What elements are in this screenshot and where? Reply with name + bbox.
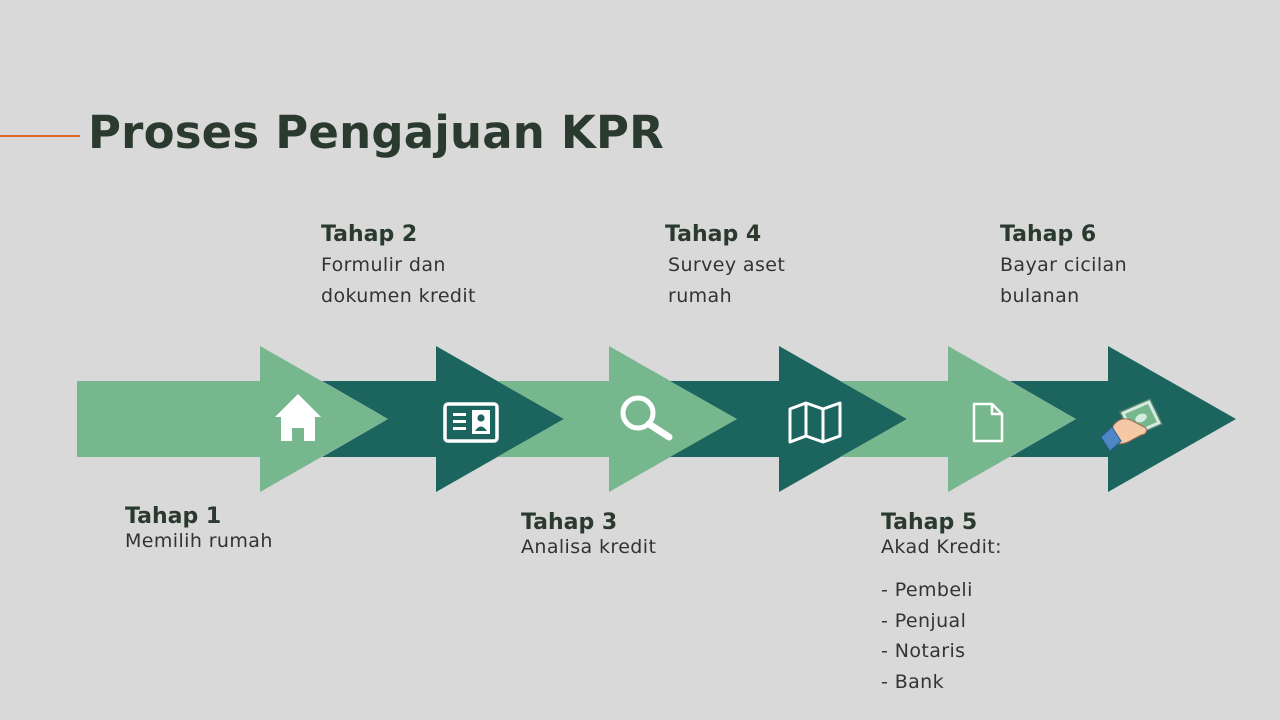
step-2-title: Tahap 2 — [321, 222, 418, 247]
step-1-title: Tahap 1 — [125, 504, 222, 529]
id-card-icon — [443, 402, 499, 443]
page-title: Proses Pengajuan KPR — [88, 106, 664, 159]
arrow-step-1 — [77, 346, 388, 492]
step-4: Tahap 4 Survey aset rumah — [665, 222, 855, 311]
list-item: Bank — [881, 667, 1002, 698]
step-1-desc: Memilih rumah — [125, 530, 273, 553]
step-6: Tahap 6 Bayar cicilan bulanan — [1000, 222, 1190, 311]
step-6-title: Tahap 6 — [1000, 222, 1097, 247]
step-2-desc: Formulir dan dokumen kredit — [321, 254, 476, 307]
step-6-desc: Bayar cicilan bulanan — [1000, 254, 1128, 307]
step-3-title: Tahap 3 — [521, 510, 618, 535]
arrow-step-3 — [497, 346, 737, 492]
step-4-desc: Survey aset rumah — [668, 254, 786, 307]
house-icon — [275, 394, 321, 441]
list-item: Notaris — [881, 636, 1002, 667]
step-5: Tahap 5 Akad Kredit: Pembeli Penjual Not… — [881, 510, 1002, 698]
hand-money-icon — [1100, 398, 1164, 452]
magnifier-icon — [620, 395, 673, 441]
step-5-party-list: Pembeli Penjual Notaris Bank — [881, 575, 1002, 698]
arrow-step-5 — [840, 346, 1076, 492]
step-2: Tahap 2 Formulir dan dokumen kredit — [321, 222, 521, 311]
arrow-step-2 — [322, 346, 564, 492]
step-3: Tahap 3 Analisa kredit — [521, 510, 656, 563]
step-1: Tahap 1 Memilih rumah — [125, 504, 273, 557]
list-item: Pembeli — [881, 575, 1002, 606]
map-icon — [788, 401, 842, 444]
step-5-title: Tahap 5 — [881, 510, 978, 535]
title-accent-line — [0, 135, 80, 137]
step-4-title: Tahap 4 — [665, 222, 762, 247]
document-icon — [972, 402, 1004, 443]
list-item: Penjual — [881, 606, 1002, 637]
step-3-desc: Analisa kredit — [521, 536, 657, 559]
step-5-desc: Akad Kredit: — [881, 536, 1002, 559]
